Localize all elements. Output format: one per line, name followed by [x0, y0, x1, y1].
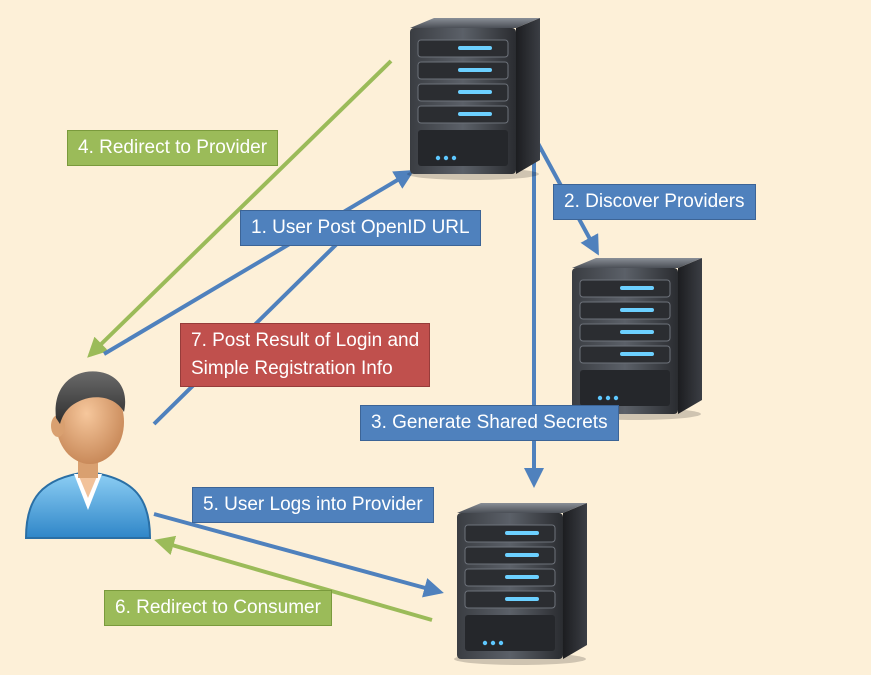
- step-7-line-2: Simple Registration Info: [191, 358, 393, 379]
- step-4-redirect-to-provider-label: 4. Redirect to Provider: [67, 130, 279, 166]
- user-person-icon: [24, 371, 152, 539]
- consumer-server-icon: [398, 10, 548, 180]
- step-3-generate-shared-secrets-label: 3. Generate Shared Secrets: [360, 405, 619, 441]
- arrow-user-logs-into-provider: [153, 512, 444, 598]
- step-7-line-1: 7. Post Result of Login and: [191, 330, 420, 351]
- step-1-user-post-openid-url-label: 1. User Post OpenID URL: [240, 210, 481, 246]
- step-2-discover-providers-label: 2. Discover Providers: [553, 184, 756, 220]
- arrow-redirect-to-consumer: [154, 535, 433, 622]
- step-5-user-logs-into-provider-label: 5. User Logs into Provider: [192, 487, 434, 523]
- step-7-post-result-label: 7. Post Result of Login and Simple Regis…: [180, 323, 431, 387]
- step-6-redirect-to-consumer-label: 6. Redirect to Consumer: [104, 590, 332, 626]
- arrow-redirect-to-provider: [87, 59, 393, 358]
- provider-server-icon: [445, 495, 595, 665]
- arrow-user-post-openid-url: [102, 169, 415, 356]
- discovery-server-icon: [560, 250, 710, 420]
